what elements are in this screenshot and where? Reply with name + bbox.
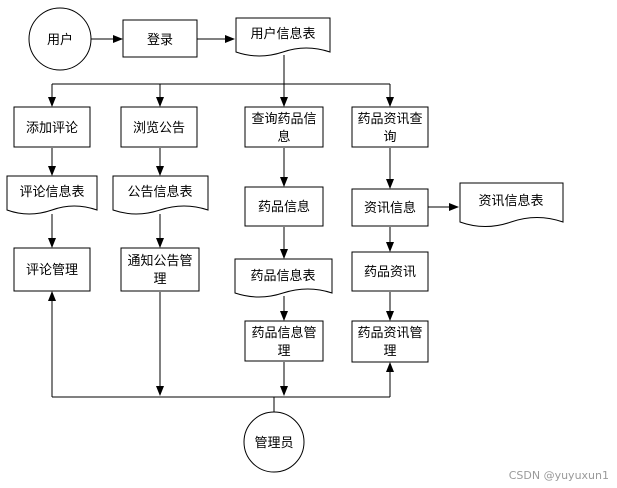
node-browse-notice: 浏览公告 [120, 106, 198, 148]
node-browse-notice-label: 浏览公告 [133, 120, 185, 136]
node-drug-news-manage-line1: 药品资讯管 [357, 326, 422, 341]
node-user-table-label: 用户信息表 [250, 26, 315, 42]
node-news-info: 资讯信息 [351, 188, 429, 227]
node-news-table-label: 资讯信息表 [478, 193, 543, 209]
edges [48, 35, 459, 412]
node-user: 用户 [28, 7, 92, 71]
node-notice-manage-line2: 理 [153, 272, 166, 287]
node-news-table: 资讯信息表 [459, 182, 564, 227]
node-query-drug-line2: 息 [277, 129, 290, 145]
node-drug-news: 药品资讯 [351, 251, 429, 292]
node-drug-news-query: 药品资讯查 询 [351, 106, 429, 148]
node-drug-news-query-line2: 询 [383, 130, 396, 145]
node-drug-manage-line2: 理 [277, 344, 290, 359]
node-notice-manage: 通知公告管 理 [120, 247, 200, 292]
node-notice-table-label: 公告信息表 [127, 184, 192, 200]
node-news-info-label: 资讯信息 [364, 200, 416, 216]
node-comment-table: 评论信息表 [6, 175, 98, 215]
node-admin: 管理员 [243, 411, 305, 473]
node-user-table: 用户信息表 [235, 17, 331, 57]
node-drug-table-label: 药品信息表 [250, 268, 315, 284]
node-drug-manage-line1: 药品信息管 [251, 325, 316, 341]
node-drug-news-query-line1: 药品资讯查 [357, 112, 422, 127]
node-drug-news-label: 药品资讯 [364, 265, 416, 280]
node-notice-table: 公告信息表 [112, 175, 209, 215]
node-drug-manage: 药品信息管 理 [244, 320, 324, 362]
node-drug-table: 药品信息表 [234, 258, 333, 298]
node-comment-table-label: 评论信息表 [19, 184, 84, 200]
node-notice-manage-line1: 通知公告管 [127, 253, 192, 269]
node-drug-info: 药品信息 [244, 186, 324, 227]
node-drug-news-manage: 药品资讯管 理 [351, 320, 429, 363]
node-add-comment: 添加评论 [13, 106, 91, 148]
node-query-drug: 查询药品信 息 [244, 106, 324, 148]
watermark: CSDN @yuyuxun1 [508, 469, 609, 482]
node-user-label: 用户 [47, 32, 73, 48]
node-login: 登录 [122, 19, 198, 58]
node-add-comment-label: 添加评论 [26, 121, 78, 136]
node-login-label: 登录 [147, 33, 173, 48]
node-comment-manage: 评论管理 [13, 247, 91, 292]
node-drug-news-manage-line2: 理 [383, 344, 396, 359]
node-drug-info-label: 药品信息 [258, 199, 310, 215]
node-comment-manage-label: 评论管理 [26, 263, 78, 278]
node-query-drug-line1: 查询药品信 [251, 112, 316, 127]
node-admin-label: 管理员 [254, 436, 293, 451]
